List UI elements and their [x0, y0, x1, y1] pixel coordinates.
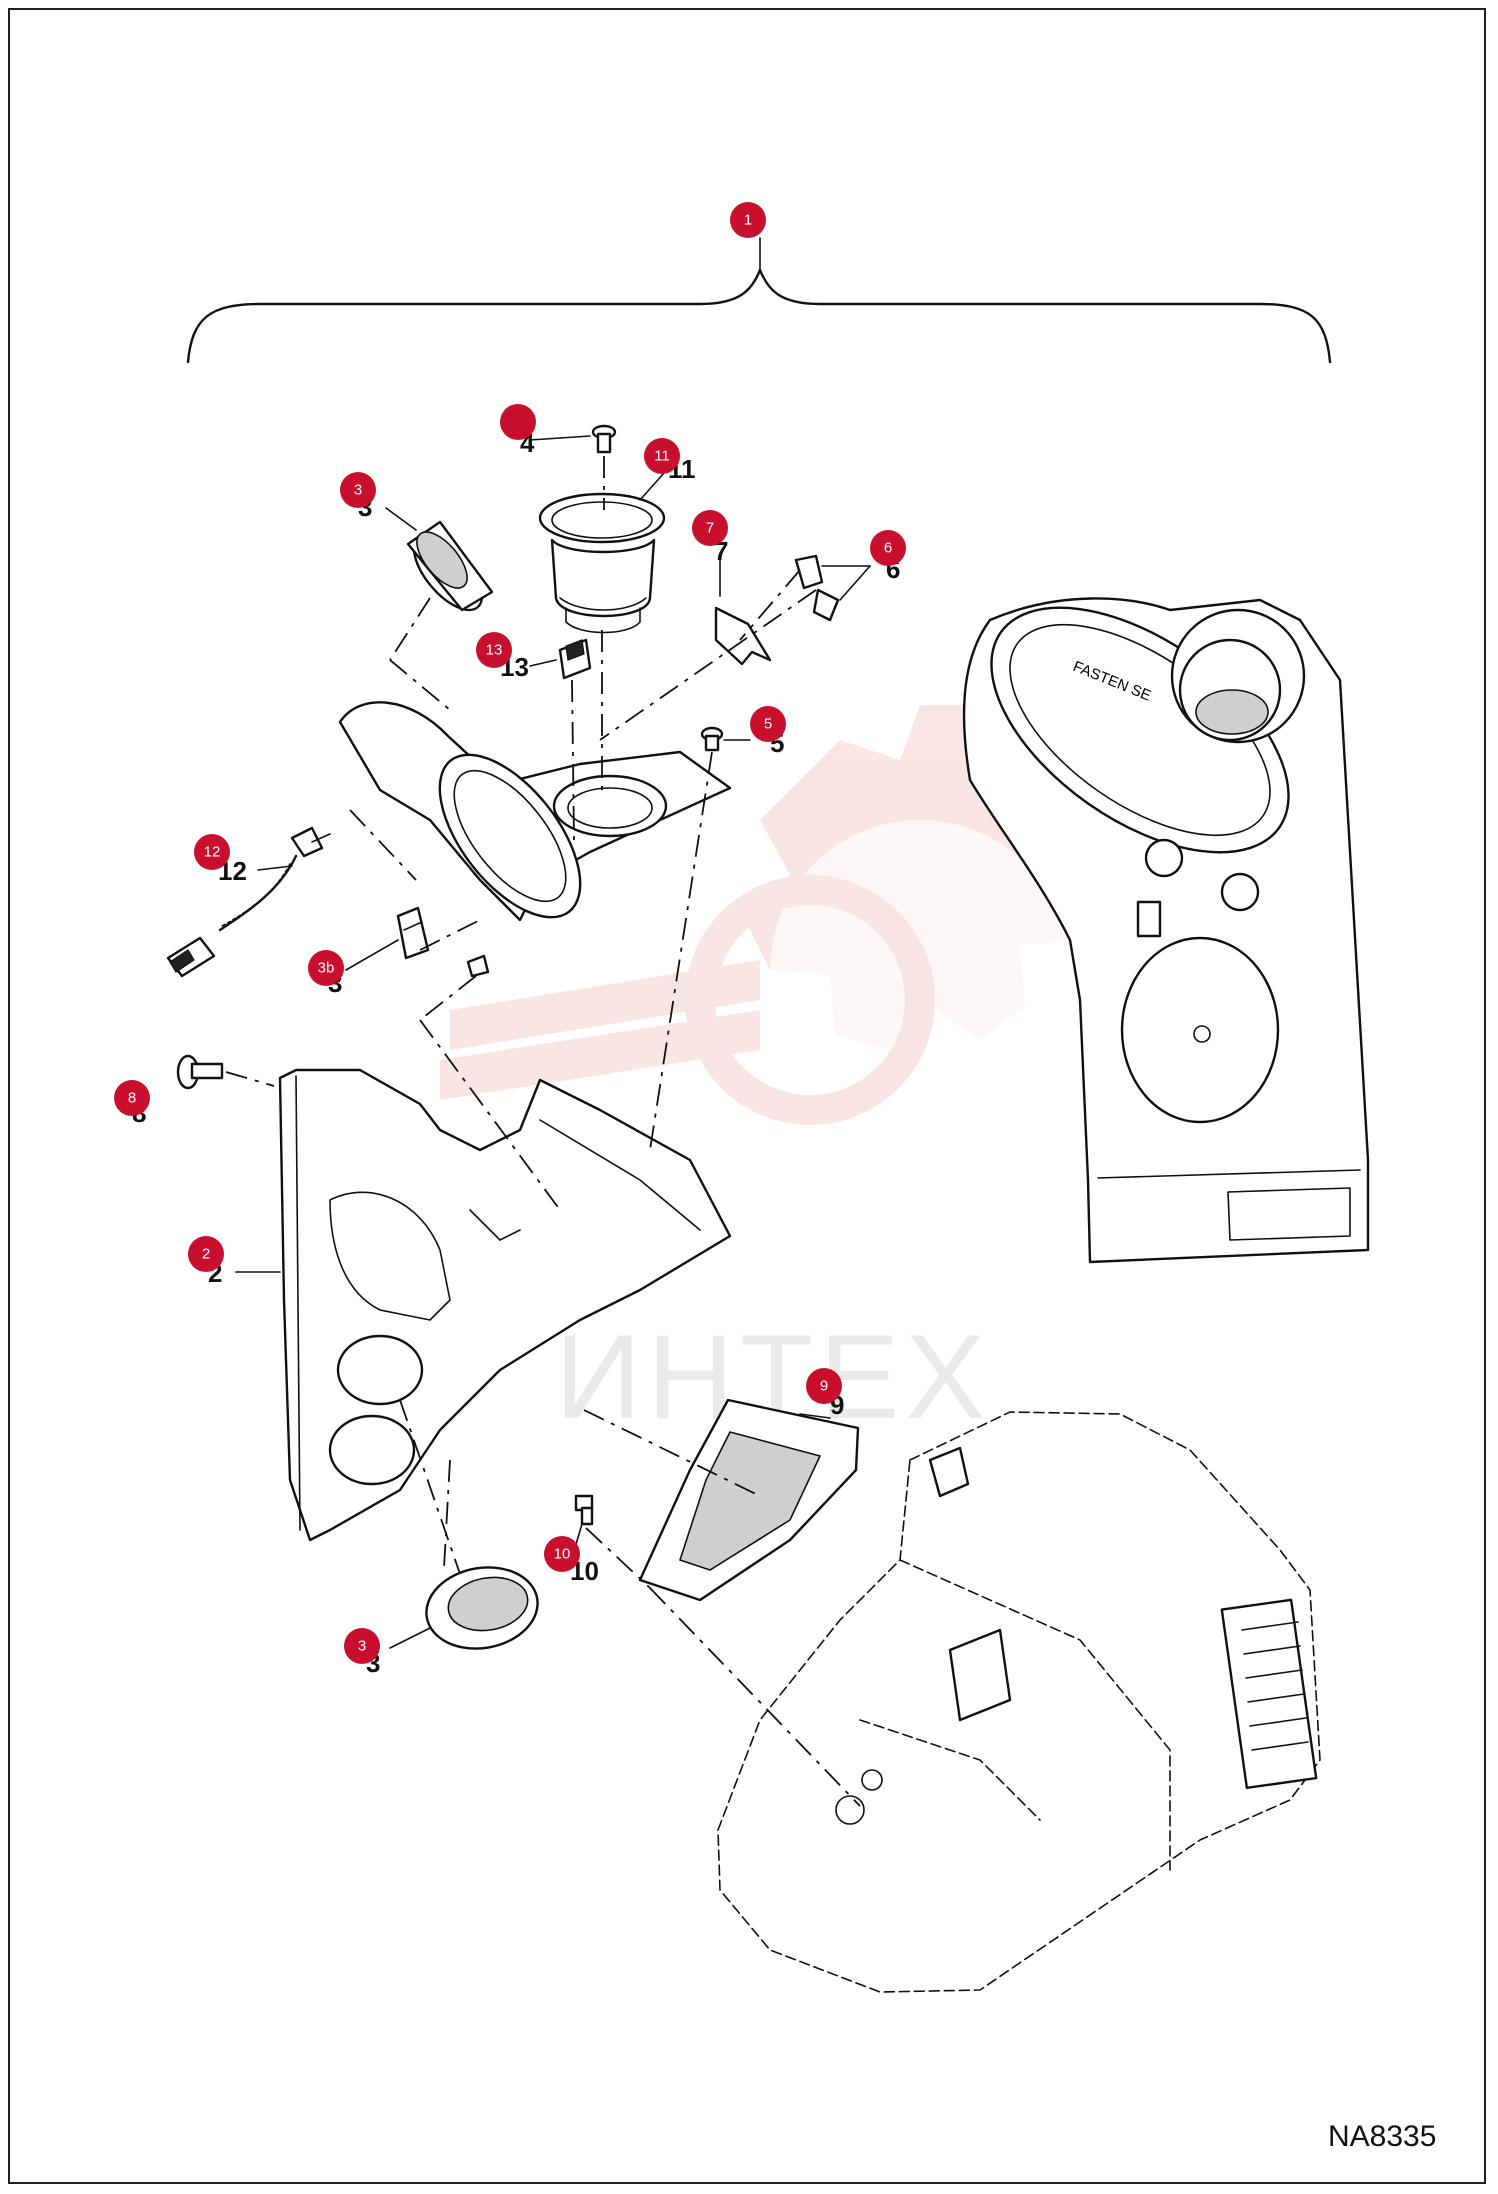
screw-part-right: [700, 726, 724, 752]
sensor-cable-part-12: [166, 826, 331, 978]
svg-text:5: 5: [764, 716, 772, 733]
assembly-bracket: [186, 268, 1332, 364]
callout-badge-3-bottom[interactable]: 3: [344, 1628, 380, 1664]
clip-part-6: [794, 554, 840, 622]
callout-badge-4[interactable]: 3b: [308, 950, 344, 986]
callout-badge-11[interactable]: 11: [644, 438, 680, 474]
svg-text:9: 9: [820, 1378, 828, 1395]
knob-part-top: [406, 520, 494, 612]
callout-badge-12[interactable]: 12: [194, 834, 230, 870]
svg-text:3: 3: [354, 482, 362, 499]
upper-panel-part: [338, 701, 732, 922]
svg-text:10: 10: [554, 1546, 571, 1563]
svg-text:12: 12: [204, 844, 221, 861]
callout-badges: 1 11 3 7 6 13 5 12 3b 8 2 9 10 3: [114, 202, 906, 1664]
assembled-console-view: FASTEN SE: [962, 597, 1370, 1264]
bolt-part-8: [176, 1054, 224, 1090]
svg-text:13: 13: [486, 642, 503, 659]
callout-badge-5-top[interactable]: [500, 404, 536, 440]
console-shell-part-2: [278, 1068, 732, 1542]
svg-text:1: 1: [744, 212, 752, 229]
assembly-leader-lines: [225, 456, 861, 1807]
svg-text:7: 7: [706, 520, 714, 537]
screw-part-10: [574, 1494, 594, 1526]
callout-badge-1[interactable]: 1: [730, 202, 766, 238]
small-clip-part: [466, 954, 490, 978]
switch-part-13: [558, 638, 592, 680]
callout-badge-6[interactable]: 6: [870, 530, 906, 566]
screw-part-top: [591, 424, 617, 454]
callout-badge-9[interactable]: 9: [806, 1368, 842, 1404]
callout-badge-13[interactable]: 13: [476, 632, 512, 668]
cup-holder-part: [538, 492, 666, 634]
reference-code: NA8335: [1328, 2120, 1436, 2153]
callout-badge-7[interactable]: 7: [692, 510, 728, 546]
callout-badge-2[interactable]: 2: [188, 1236, 224, 1272]
callout-badge-8[interactable]: 8: [114, 1080, 150, 1116]
svg-text:11: 11: [654, 448, 670, 465]
svg-text:8: 8: [128, 1090, 136, 1107]
svg-text:2: 2: [202, 1246, 210, 1263]
svg-text:3: 3: [358, 1638, 366, 1655]
svg-text:6: 6: [884, 540, 892, 557]
plate-part-9: [638, 1398, 860, 1602]
callout-badge-3-top[interactable]: 3: [340, 472, 376, 508]
base-module-part: [717, 1411, 1321, 1993]
callout-leaders: [235, 435, 871, 1649]
knob-part-bottom: [425, 1566, 539, 1650]
svg-text:3b: 3b: [318, 960, 335, 977]
switch-part-4: [396, 906, 430, 960]
callout-badge-5-right[interactable]: 5: [750, 706, 786, 742]
callout-badge-10[interactable]: 10: [544, 1536, 580, 1572]
